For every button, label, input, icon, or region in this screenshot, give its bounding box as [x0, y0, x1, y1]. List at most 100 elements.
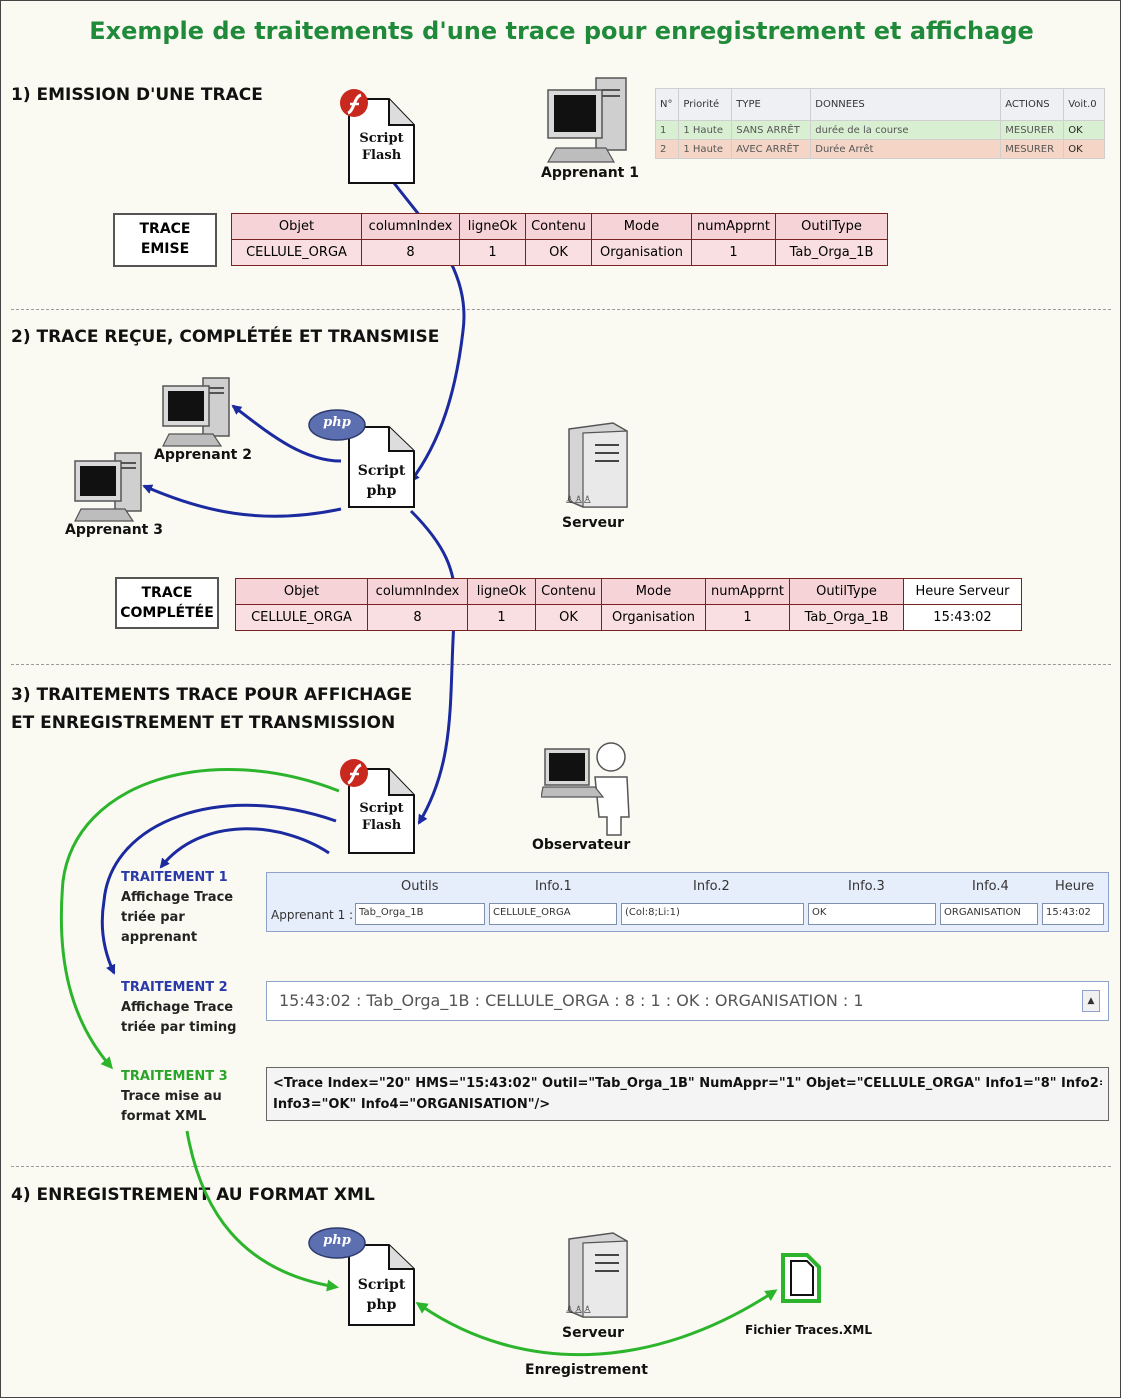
value-cell: 8	[361, 239, 460, 266]
value-cell: 1	[691, 239, 776, 266]
page-title: Exemple de traitements d'une trace pour …	[89, 17, 1034, 45]
apprenant-trace-panel: Outils Info.1 Info.2 Info.3 Info.4 Heure…	[266, 872, 1109, 932]
arrow-php-to-apprenant2	[231, 404, 342, 463]
mini-cell: 2	[654, 139, 680, 159]
mini-header-cell: Priorité	[678, 88, 733, 121]
header-cell: Heure Serveur	[903, 578, 1022, 605]
value-cell: Tab_Orga_1B	[789, 604, 904, 631]
arrow-to-traitement1	[159, 827, 330, 869]
script-label: Script	[357, 463, 406, 479]
panel-header: Outils	[401, 879, 439, 894]
info4-field[interactable]: ORGANISATION	[940, 903, 1038, 925]
mini-header-cell: TYPE	[731, 88, 812, 121]
section-divider	[11, 309, 1111, 310]
apprenant-1-label: Apprenant 1	[541, 165, 639, 181]
mini-cell: Durée Arrêt	[810, 139, 1002, 159]
mini-cell: MESURER	[1000, 120, 1065, 140]
traitement-2-line: Affichage Trace	[121, 1000, 234, 1015]
xml-trace-box: <Trace Index="20" HMS="15:43:02" Outil="…	[266, 1067, 1109, 1121]
traitement-2: TRAITEMENT 2 Affichage Trace triée par t…	[121, 978, 237, 1038]
table-header-row: Objet columnIndex ligneOk Contenu Mode n…	[231, 213, 888, 240]
arrow-php-to-flash	[409, 509, 457, 825]
value-cell: CELLULE_ORGA	[231, 239, 362, 266]
traitement-3-line: Trace mise au	[121, 1089, 222, 1104]
outils-field[interactable]: Tab_Orga_1B	[355, 903, 485, 925]
php-script-document: php Script php	[307, 1223, 417, 1327]
header-cell: Mode	[591, 213, 692, 240]
xml-line: Info3="OK" Info4="ORGANISATION"/>	[273, 1097, 551, 1112]
mini-trace-table: N° Priorité TYPE DONNEES ACTIONS Voit.0 …	[654, 88, 1105, 159]
computer-icon	[546, 77, 627, 163]
section-divider	[11, 664, 1111, 665]
traitement-2-line: triée par timing	[121, 1020, 237, 1035]
php-label: php	[366, 483, 397, 499]
mini-header-cell: ACTIONS	[1000, 88, 1065, 121]
value-cell: Organisation	[591, 239, 692, 266]
table-row: CELLULE_ORGA 8 1 OK Organisation 1 Tab_O…	[231, 239, 888, 266]
header-cell: columnIndex	[361, 213, 460, 240]
flash-script-document: Script Flash	[336, 757, 416, 857]
panel-header: Info.3	[848, 879, 885, 894]
document-icon	[340, 759, 415, 854]
computer-icon	[162, 377, 230, 447]
table-row: CELLULE_ORGA 8 1 OK Organisation 1 Tab_O…	[235, 604, 1022, 631]
value-cell: 1	[459, 239, 526, 266]
trace-completee-table: Objet columnIndex ligneOk Contenu Mode n…	[235, 578, 1022, 631]
header-cell: Mode	[601, 578, 706, 605]
mini-cell: AVEC ARRÊT	[731, 139, 812, 159]
scroll-up-button[interactable]: ▲	[1082, 990, 1100, 1012]
section-3-heading-line1: 3) TRAITEMENTS TRACE POUR AFFICHAGE	[11, 685, 413, 705]
mini-cell: 1 Haute	[678, 139, 733, 159]
table-row[interactable]: 2 1 Haute AVEC ARRÊT Durée Arrêt MESURER…	[654, 139, 1105, 159]
file-icon	[781, 1253, 821, 1303]
arrow-to-traitement3	[59, 767, 340, 1070]
table-header-row: Objet columnIndex ligneOk Contenu Mode n…	[235, 578, 1022, 605]
traitement-3-line: format XML	[121, 1109, 207, 1124]
traitement-2-title: TRAITEMENT 2	[121, 980, 228, 995]
document-icon	[308, 1227, 415, 1326]
info2-field[interactable]: (Col:8;Li:1)	[621, 903, 804, 925]
section-4-heading: 4) ENREGISTREMENT AU FORMAT XML	[11, 1185, 375, 1205]
header-cell: numApprnt	[705, 578, 790, 605]
trace-completee-label-line1: TRACE	[141, 585, 193, 601]
heure-field[interactable]: 15:43:02	[1042, 903, 1104, 925]
arrow-php-to-apprenant3	[142, 484, 342, 518]
trace-emise-label-line1: TRACE	[139, 221, 191, 237]
section-1-heading: 1) EMISSION D'UNE TRACE	[11, 85, 263, 105]
mini-cell: 1	[654, 120, 680, 140]
svg-text:♙♙♙: ♙♙♙	[565, 1305, 592, 1316]
header-cell: OutilType	[775, 213, 888, 240]
mini-header-cell: N°	[654, 88, 680, 121]
panel-header: Info.2	[693, 879, 730, 894]
timing-trace-list[interactable]: 15:43:02 : Tab_Orga_1B : CELLULE_ORGA : …	[266, 981, 1109, 1021]
mini-cell[interactable]: OK	[1063, 120, 1105, 140]
mini-cell[interactable]: OK	[1063, 139, 1105, 159]
mini-cell: SANS ARRÊT	[731, 120, 812, 140]
arrow-xml-to-php	[185, 1130, 339, 1292]
observer-icon	[541, 742, 630, 836]
info3-field[interactable]: OK	[808, 903, 936, 925]
traitement-1-title: TRAITEMENT 1	[121, 870, 228, 885]
header-cell: ligneOk	[459, 213, 526, 240]
value-cell: 8	[367, 604, 468, 631]
header-cell: Contenu	[525, 213, 592, 240]
panel-header: Info.1	[535, 879, 572, 894]
section-3-heading-line2: ET ENREGISTREMENT ET TRANSMISSION	[11, 713, 396, 733]
header-cell: columnIndex	[367, 578, 468, 605]
xml-line: <Trace Index="20" HMS="15:43:02" Outil="…	[273, 1076, 1102, 1091]
fichier-label: Fichier Traces.XML	[745, 1323, 872, 1337]
table-row[interactable]: 1 1 Haute SANS ARRÊT durée de la course …	[654, 120, 1105, 140]
server-icon: ♙♙♙	[565, 422, 628, 508]
info1-field[interactable]: CELLULE_ORGA	[489, 903, 617, 925]
trace-completee-label-line2: COMPLÉTÉE	[120, 605, 214, 621]
php-script-document: php Script php	[307, 405, 417, 509]
value-cell: CELLULE_ORGA	[235, 604, 368, 631]
flash-script-document: Script Flash	[336, 87, 416, 187]
trace-emise-label-line2: EMISE	[140, 241, 190, 257]
section-2-heading: 2) TRACE REÇUE, COMPLÉTÉE ET TRANSMISE	[11, 327, 440, 347]
script-label: Script	[359, 131, 404, 146]
enregistrement-label: Enregistrement	[525, 1362, 648, 1378]
document-icon	[340, 89, 415, 184]
